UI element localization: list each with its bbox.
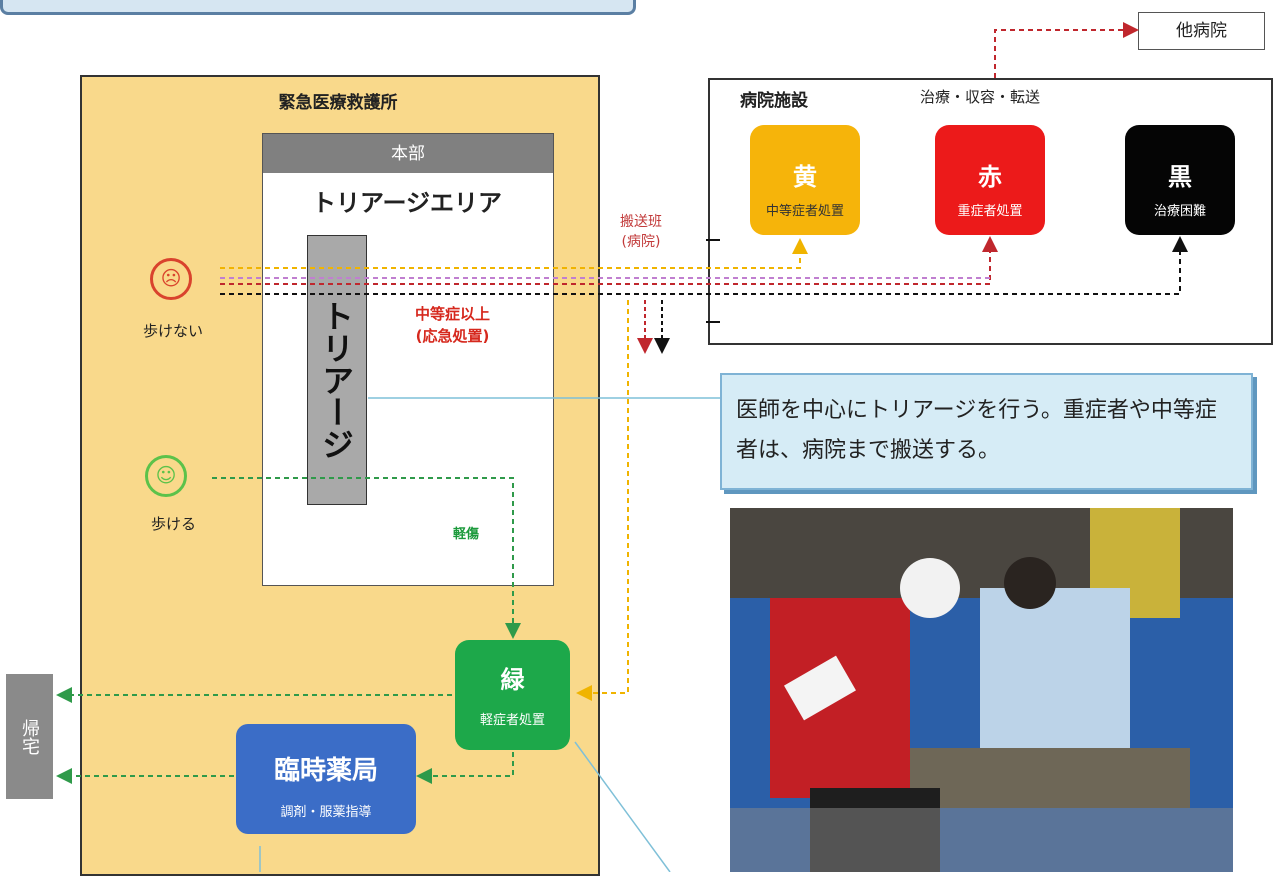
moderate-label: 中等症以上 (応急処置) (415, 303, 490, 347)
transport-line1: 搬送班 (620, 214, 662, 230)
triage-area-title: トリアージエリア (311, 189, 503, 217)
black-box-title: 黒 (1168, 163, 1192, 191)
callout-leader-green (574, 741, 671, 872)
red-triage-box: 赤 重症者処置 (935, 125, 1045, 235)
moderate-line2: (応急処置) (415, 327, 490, 345)
black-box-subtitle: 治療困難 (1153, 204, 1206, 219)
sad-face-icon: ☹ (150, 258, 192, 300)
arrow-yellow-to-green (576, 300, 629, 701)
yellow-triage-box: 黄 中等症者処置 (750, 125, 860, 235)
arrow-to-red (220, 236, 998, 285)
arrow-to-other-hospital (994, 22, 1139, 78)
hospital-title: 病院施設 (740, 91, 808, 111)
happy-face-icon: ☺ (145, 455, 187, 497)
moderate-line1: 中等症以上 (415, 305, 491, 323)
other-hospital-box: 他病院 (1138, 12, 1265, 50)
arrow-green-to-pharmacy (416, 752, 514, 784)
green-triage-box: 緑 軽症者処置 (455, 640, 570, 750)
triage-photo (730, 508, 1233, 872)
pharmacy-subtitle: 調剤・服薬指導 (280, 805, 372, 820)
title-tab (0, 0, 636, 15)
photo-scene-icon (730, 508, 1233, 872)
minor-injury-label: 軽傷 (453, 527, 480, 542)
home-box: 帰宅 (6, 674, 53, 799)
can-walk-label: 歩ける (151, 515, 197, 533)
transport-team-label: 搬送班 (病院) (620, 212, 662, 252)
arrow-to-black (220, 236, 1188, 295)
hospital-subtitle: 治療・収容・転送 (920, 88, 1041, 106)
black-triage-box: 黒 治療困難 (1125, 125, 1235, 235)
yellow-box-subtitle: 中等症者処置 (765, 204, 844, 219)
red-box-subtitle: 重症者処置 (957, 204, 1023, 219)
pharmacy-box: 臨時薬局 調剤・服薬指導 (236, 724, 416, 834)
triage-bar (307, 235, 367, 505)
green-box-title: 緑 (500, 666, 525, 694)
red-box-title: 赤 (978, 163, 1002, 191)
transport-line2: (病院) (621, 234, 661, 250)
yellow-box-title: 黄 (793, 163, 817, 191)
triage-bar-label: トリアージ (317, 300, 355, 460)
green-box-subtitle: 軽症者処置 (479, 713, 545, 728)
pharmacy-title: 臨時薬局 (273, 756, 378, 786)
arrow-to-yellow (220, 238, 808, 269)
explanation-callout: 医師を中心にトリアージを行う。重症者や中等症者は、病院まで搬送する。 (720, 373, 1253, 490)
aid-station-title: 緊急医療救護所 (278, 93, 398, 113)
arrow-minor-to-green (212, 477, 521, 639)
cannot-walk-label: 歩けない (143, 322, 204, 340)
